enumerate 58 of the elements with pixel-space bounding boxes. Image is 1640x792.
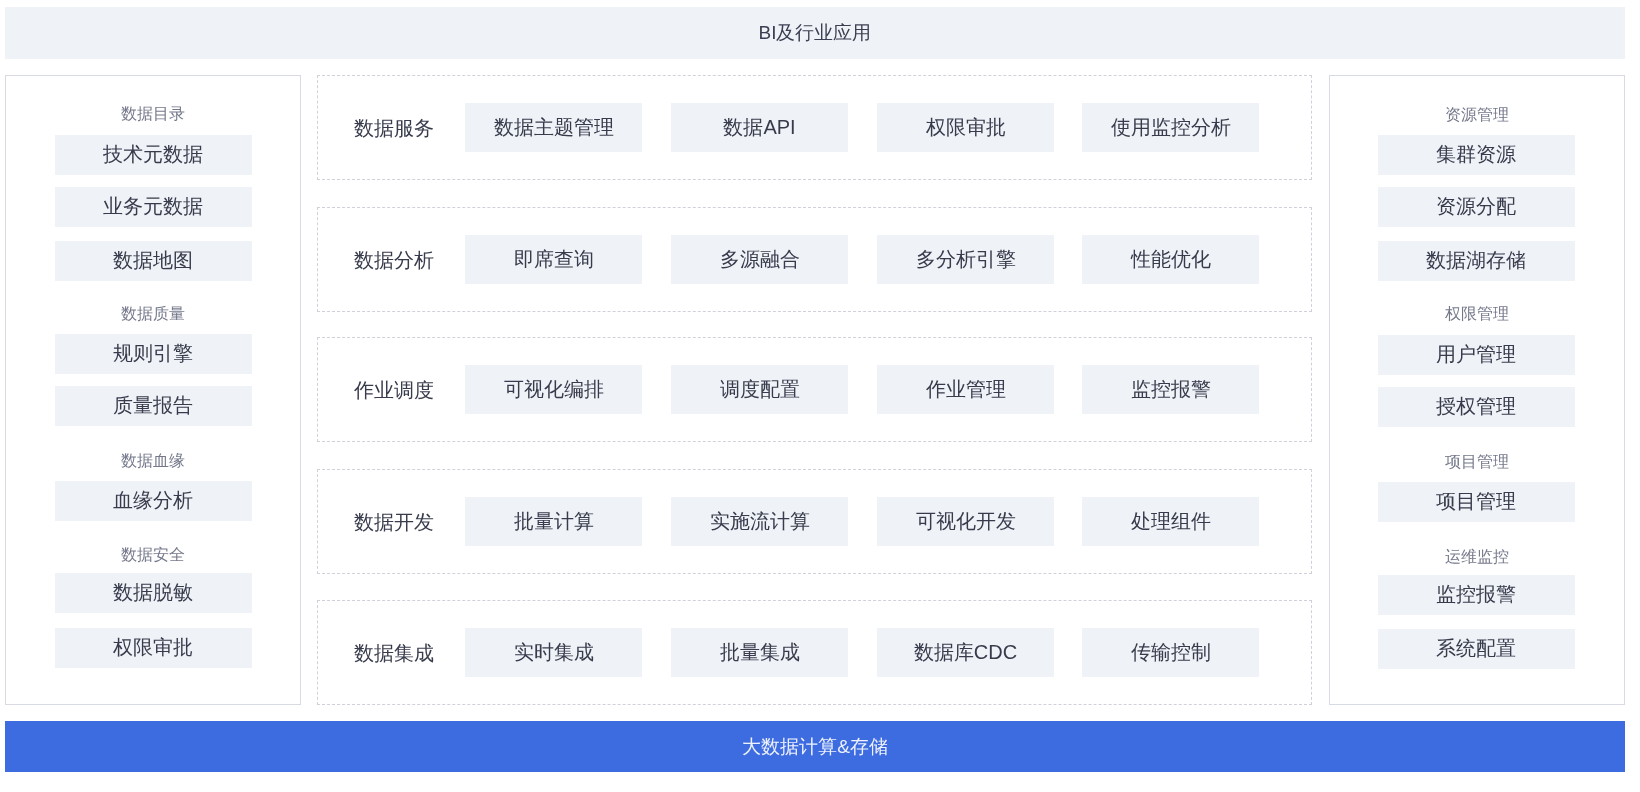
feature-card: 技术元数据 (54, 134, 252, 175)
feature-card: 监控报警 (1377, 574, 1575, 615)
feature-card: 数据主题管理 (465, 103, 642, 152)
feature-card: 作业管理 (877, 365, 1054, 414)
section-heading: 数据血缘 (120, 450, 185, 471)
layer-panel (317, 337, 1312, 442)
feature-card: 处理组件 (1082, 497, 1259, 546)
feature-card: 批量集成 (671, 628, 848, 677)
feature-card: 数据湖存储 (1377, 240, 1575, 281)
feature-card: 业务元数据 (54, 186, 252, 227)
feature-card: 授权管理 (1377, 386, 1575, 427)
feature-card: 权限审批 (54, 627, 252, 668)
feature-card: 数据地图 (54, 240, 252, 281)
feature-card: 数据脱敏 (54, 572, 252, 613)
feature-card: 监控报警 (1082, 365, 1259, 414)
feature-card: 多源融合 (671, 235, 848, 284)
layer-panel (317, 600, 1312, 705)
feature-card: 调度配置 (671, 365, 848, 414)
feature-card: 可视化编排 (465, 365, 642, 414)
feature-card: 多分析引擎 (877, 235, 1054, 284)
layer-panel (317, 207, 1312, 312)
layer-band: BI及行业应用 (5, 7, 1625, 59)
feature-card: 即席查询 (465, 235, 642, 284)
feature-card: 项目管理 (1377, 481, 1575, 522)
section-heading: 数据安全 (120, 544, 185, 565)
feature-card: 规则引擎 (54, 333, 252, 374)
feature-card: 批量计算 (465, 497, 642, 546)
feature-card: 传输控制 (1082, 628, 1259, 677)
section-heading: 数据目录 (120, 103, 185, 124)
section-heading: 运维监控 (1444, 546, 1509, 567)
layer-panel (317, 75, 1312, 180)
feature-card: 权限审批 (877, 103, 1054, 152)
section-heading: 项目管理 (1444, 451, 1509, 471)
feature-card: 用户管理 (1377, 334, 1575, 375)
feature-card: 使用监控分析 (1082, 103, 1259, 152)
layer-title: 数据服务 (354, 115, 434, 140)
feature-card: 质量报告 (54, 385, 252, 426)
layer-title: 作业调度 (354, 377, 434, 402)
side-panel (1329, 75, 1625, 705)
side-panel (5, 75, 301, 705)
section-heading: 数据质量 (120, 303, 185, 324)
feature-card: 可视化开发 (877, 497, 1054, 546)
feature-card: 性能优化 (1082, 235, 1259, 284)
feature-card: 实时集成 (465, 628, 642, 677)
layer-band: 大数据计算&存储 (5, 721, 1625, 772)
layer-panel (317, 469, 1312, 574)
feature-card: 实施流计算 (671, 497, 848, 546)
feature-card: 集群资源 (1377, 134, 1575, 175)
feature-card: 血缘分析 (54, 480, 252, 521)
layer-title: 数据分析 (354, 247, 434, 272)
feature-card: 系统配置 (1377, 628, 1575, 669)
feature-card: 数据库CDC (877, 628, 1054, 677)
layer-title: 数据集成 (354, 640, 434, 665)
section-heading: 权限管理 (1444, 303, 1509, 323)
section-heading: 资源管理 (1444, 104, 1509, 124)
layer-title: 数据开发 (354, 509, 434, 534)
feature-card: 数据API (671, 103, 848, 152)
feature-card: 资源分配 (1377, 186, 1575, 227)
